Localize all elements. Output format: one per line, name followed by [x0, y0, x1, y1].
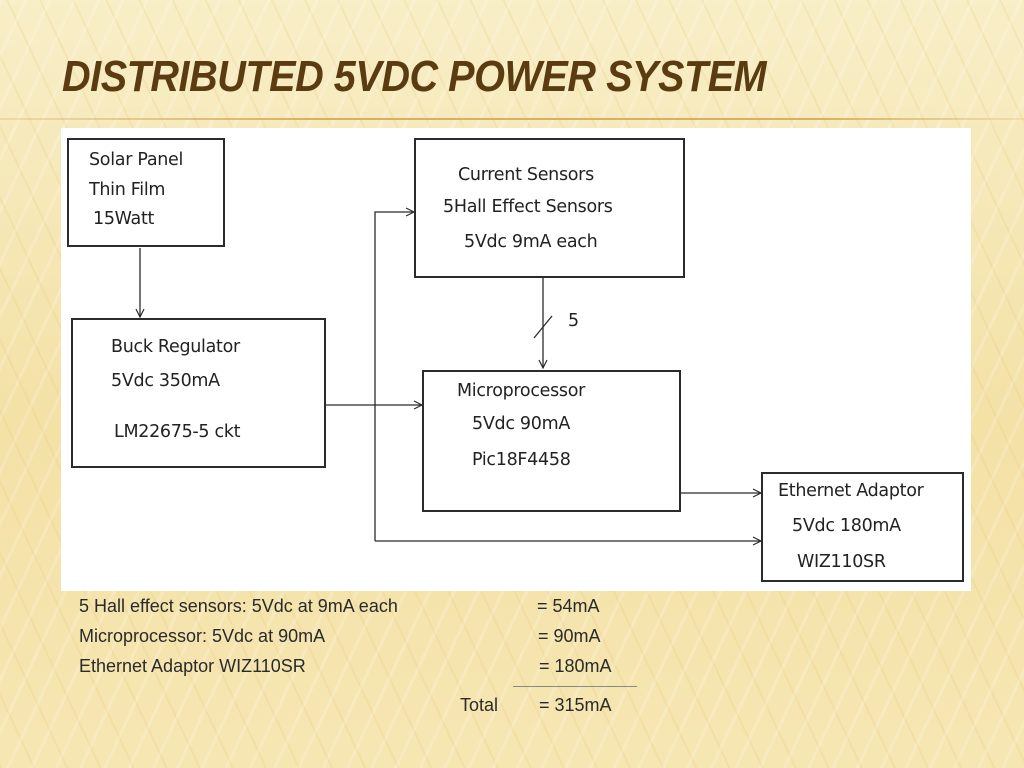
microprocessor-rating: 5Vdc 90mA	[472, 414, 570, 434]
solar-panel-label: Solar Panel	[89, 150, 184, 170]
buck-regulator-box	[71, 318, 326, 468]
budget-row-value: = 90mA	[538, 626, 601, 646]
total-label: Total	[460, 695, 499, 715]
current-sensors-rating: 5Vdc 9mA each	[464, 232, 598, 252]
ethernet-adaptor-box	[761, 472, 964, 582]
bus-to-sensors-arrow	[374, 212, 414, 541]
solar-panel-type: Thin Film	[89, 180, 166, 200]
budget-row-value: = 54mA	[537, 596, 600, 616]
buck-regulator-rating: 5Vdc 350mA	[111, 371, 220, 391]
block-diagram: Solar Panel Thin Film 15Watt Buck Regula…	[61, 128, 971, 591]
total-value: = 315mA	[539, 695, 612, 715]
microprocessor-box	[422, 370, 681, 512]
ethernet-adaptor-rating: 5Vdc 180mA	[792, 516, 901, 536]
title-divider	[0, 118, 1024, 120]
budget-row-label: Ethernet Adaptor WIZ110SR	[79, 656, 306, 676]
microprocessor-part: Pic18F4458	[472, 450, 571, 470]
current-sensors-box	[414, 138, 685, 278]
solar-panel-power: 15Watt	[93, 209, 155, 229]
budget-row-value: = 180mA	[539, 656, 612, 676]
budget-row-label: 5 Hall effect sensors: 5Vdc at 9mA each	[79, 596, 398, 616]
ethernet-adaptor-part: WIZ110SR	[797, 552, 886, 572]
current-sensors-label: Current Sensors	[458, 165, 594, 185]
bus-width-label: 5	[568, 311, 579, 331]
microprocessor-label: Microprocessor	[457, 381, 586, 401]
solar-panel-box	[67, 138, 225, 247]
ethernet-adaptor-label: Ethernet Adaptor	[778, 481, 924, 501]
buck-regulator-part: LM22675-5 ckt	[114, 422, 241, 442]
budget-row-label: Microprocessor: 5Vdc at 90mA	[79, 626, 326, 646]
current-sensors-type: 5Hall Effect Sensors	[443, 197, 613, 217]
sum-divider	[513, 686, 637, 687]
buck-regulator-label: Buck Regulator	[111, 337, 240, 357]
diagram-connectors	[61, 128, 971, 591]
slide-title: Distributed 5Vdc Power System	[62, 52, 767, 101]
bus-width-slash	[533, 315, 553, 339]
